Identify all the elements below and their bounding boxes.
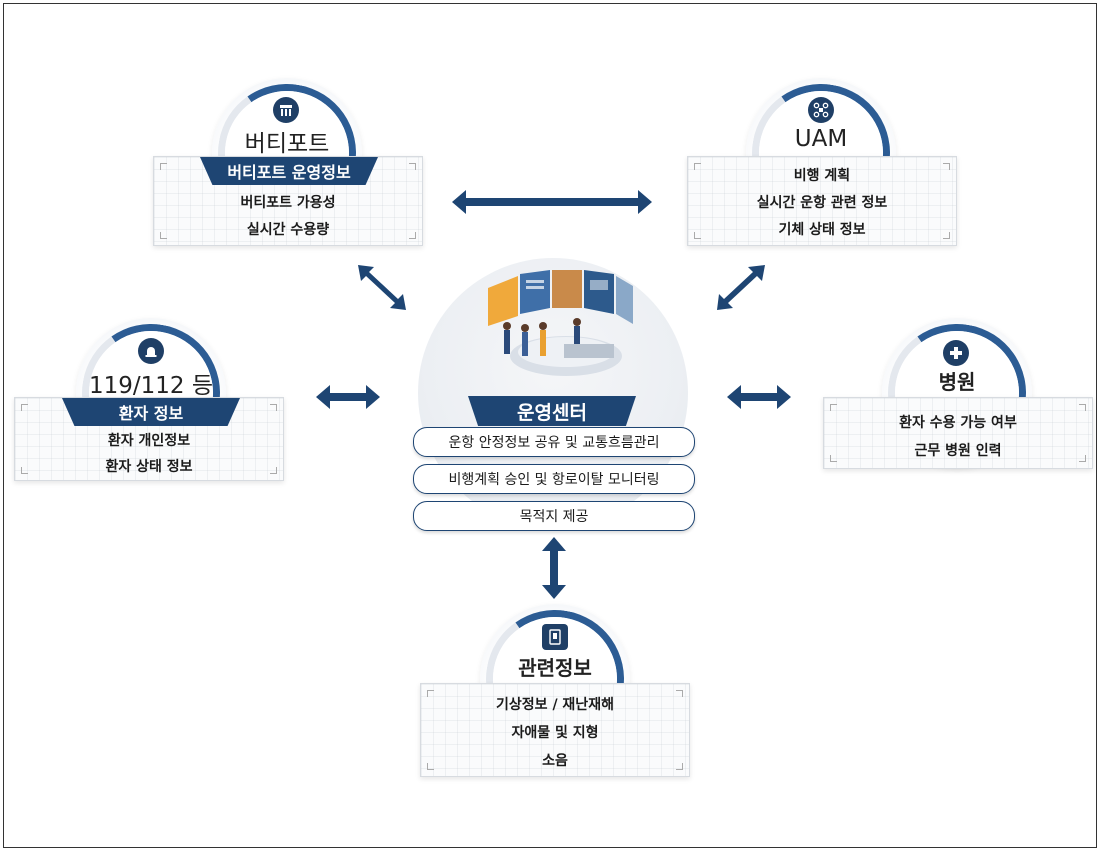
- emergency-item: 환자 상태 정보: [105, 459, 193, 475]
- arrow-center-related: [542, 537, 566, 599]
- uam-item: 실시간 운항 관련 정보: [756, 195, 888, 211]
- operations-center-title: 운영센터: [468, 396, 636, 426]
- siren-icon: [138, 338, 164, 364]
- drone-icon: [808, 97, 834, 123]
- emergency-title: 119/112 등: [88, 373, 214, 399]
- related-title: 관련정보: [518, 656, 592, 680]
- arrow-emergency-center: [316, 385, 380, 409]
- control-room-illustration: [488, 270, 633, 376]
- vertiport-title: 버티포트: [244, 131, 330, 157]
- hospital-card: 환자 수용 가능 여부 근무 병원 인력: [823, 397, 1093, 469]
- related-item: 자애물 및 지형: [511, 725, 599, 741]
- hospital-item: 환자 수용 가능 여부: [899, 415, 1017, 431]
- emergency-ribbon: 환자 정보: [62, 398, 240, 426]
- arrow-vertiport-uam: [452, 190, 652, 214]
- center-function: 비행계획 승인 및 항로이탈 모니터링: [413, 464, 695, 494]
- uam-card: 비행 계획 실시간 운항 관련 정보 기체 상태 정보: [687, 156, 957, 246]
- arrow-vertiport-center: [358, 265, 406, 310]
- center-function: 목적지 제공: [413, 501, 695, 531]
- medical-cross-icon: [943, 340, 969, 366]
- uam-title: UAM: [794, 126, 848, 152]
- vertiport-ribbon: 버티포트 운영정보: [200, 157, 378, 185]
- vertiport-icon: [273, 97, 299, 123]
- related-card: 기상정보 / 재난재해 자애물 및 지형 소음: [420, 683, 690, 777]
- related-item: 기상정보 / 재난재해: [496, 697, 614, 713]
- arrow-uam-center: [717, 265, 765, 310]
- center-function: 운항 안정정보 공유 및 교통흐름관리: [413, 427, 695, 457]
- hospital-title: 병원: [938, 370, 976, 394]
- uam-item: 기체 상태 정보: [778, 222, 866, 238]
- document-icon: [542, 624, 568, 650]
- uam-item: 비행 계획: [793, 168, 851, 184]
- related-item: 소음: [542, 753, 568, 769]
- hospital-item: 근무 병원 인력: [914, 443, 1002, 459]
- arrow-center-hospital: [727, 385, 791, 409]
- emergency-item: 환자 개인정보: [107, 433, 191, 449]
- vertiport-item: 버티포트 가용성: [240, 195, 336, 211]
- vertiport-item: 실시간 수용량: [246, 222, 330, 238]
